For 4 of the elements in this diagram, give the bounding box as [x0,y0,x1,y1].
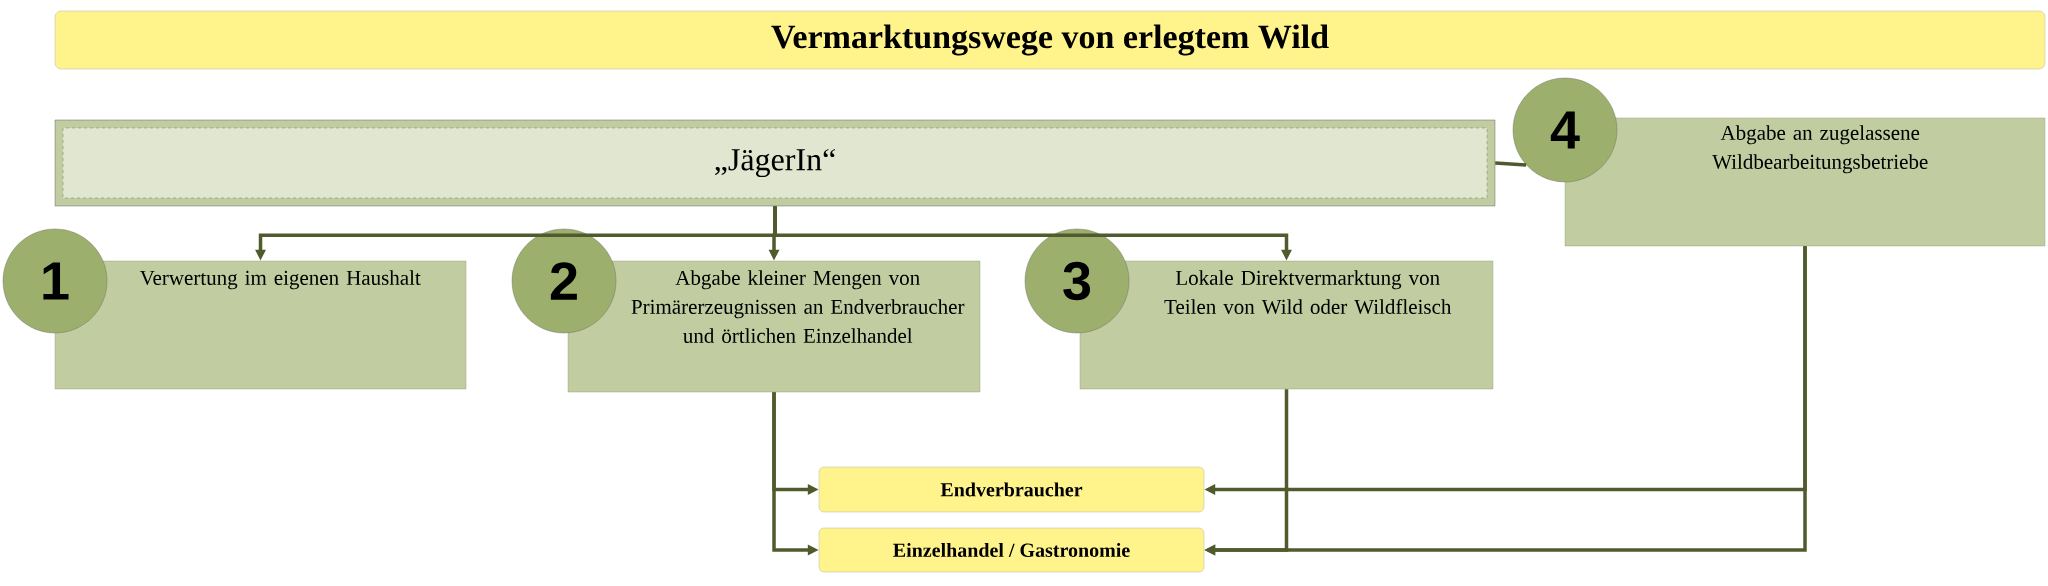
title-bar: Vermarktungswege von erlegtem Wild [54,10,2046,70]
hunter-box: „JägerIn“ [54,119,1496,207]
target-box: Endverbraucher [818,466,1205,513]
target-box: Einzelhandel / Gastronomie [818,527,1205,573]
